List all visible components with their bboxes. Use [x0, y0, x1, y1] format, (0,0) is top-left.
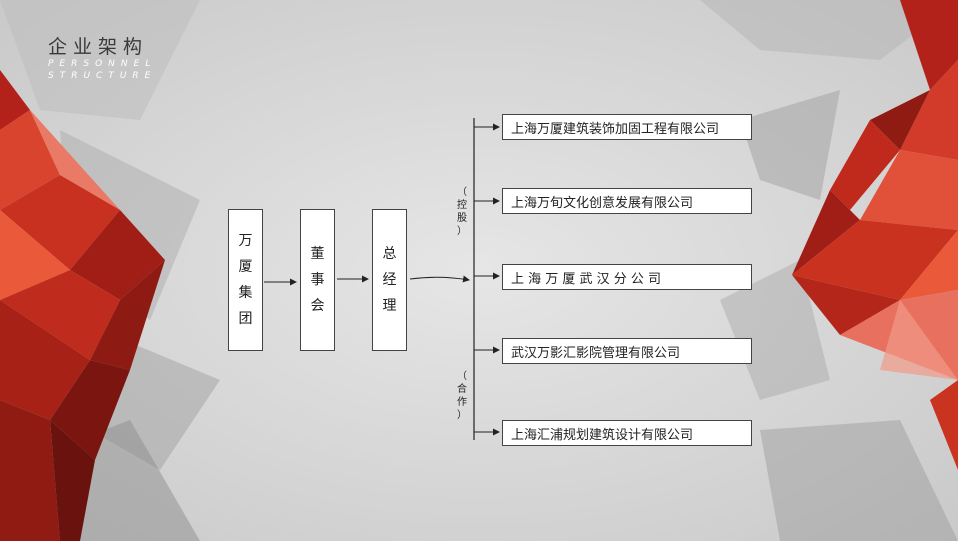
label-char: （ [457, 187, 467, 198]
label-holding: （ 控 股 ） [454, 186, 470, 238]
arrow-gm-to-bus [409, 275, 470, 283]
node-general-manager: 总 经 理 [372, 209, 407, 351]
node-char: 厦 [238, 259, 253, 275]
node-char: 会 [310, 298, 325, 314]
label-char: 股 [457, 213, 467, 224]
subtitle-line-1: PERSONNEL [48, 59, 157, 69]
label-cooperation: （ 合 作 ） [454, 370, 470, 422]
page-title: 企业架构 [48, 36, 149, 58]
node-char: 总 [382, 246, 397, 262]
node-char: 集 [238, 285, 253, 301]
node-char: 事 [310, 272, 325, 288]
company-box: 上海万旬文化创意发展有限公司 [502, 188, 752, 214]
company-box: 武汉万影汇影院管理有限公司 [502, 338, 752, 364]
subtitle-line-2: STRUCTURE [48, 71, 157, 81]
company-box: 上海万厦建筑装饰加固工程有限公司 [502, 114, 752, 140]
node-char: 董 [310, 246, 325, 262]
node-wanxia-group: 万 厦 集 团 [228, 209, 263, 351]
node-char: 经 [382, 272, 397, 288]
node-board: 董 事 会 [300, 209, 335, 351]
label-char: （ [457, 371, 467, 382]
node-char: 万 [238, 233, 253, 249]
label-char: 控 [457, 200, 467, 211]
page-subtitle: PERSONNEL STRUCTURE [48, 58, 156, 82]
company-box: 上 海 万 厦 武 汉 分 公 司 [502, 264, 752, 290]
label-char: ） [457, 226, 467, 237]
node-char: 团 [238, 311, 253, 327]
company-box: 上海汇浦规划建筑设计有限公司 [502, 420, 752, 446]
label-char: ） [457, 410, 467, 421]
node-char: 理 [382, 298, 397, 314]
label-char: 合 [457, 384, 467, 395]
label-char: 作 [457, 397, 467, 408]
